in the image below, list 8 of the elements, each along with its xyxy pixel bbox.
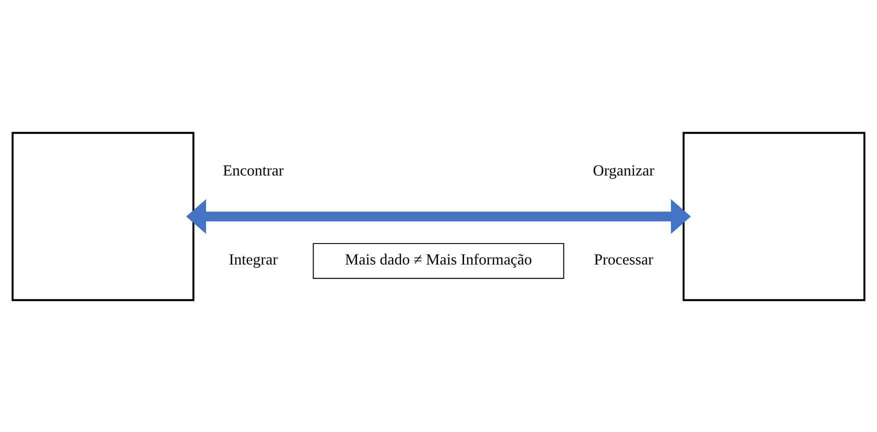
label: Encontrar	[222, 162, 284, 180]
arrow	[186, 198, 691, 234]
label: Integrar	[228, 251, 278, 268]
node-box: Mais dado ≠ Mais Informação	[312, 242, 564, 278]
node-box	[12, 131, 194, 301]
label: Organizar	[592, 162, 654, 180]
label: Processar	[594, 251, 654, 268]
node-box	[682, 131, 866, 301]
